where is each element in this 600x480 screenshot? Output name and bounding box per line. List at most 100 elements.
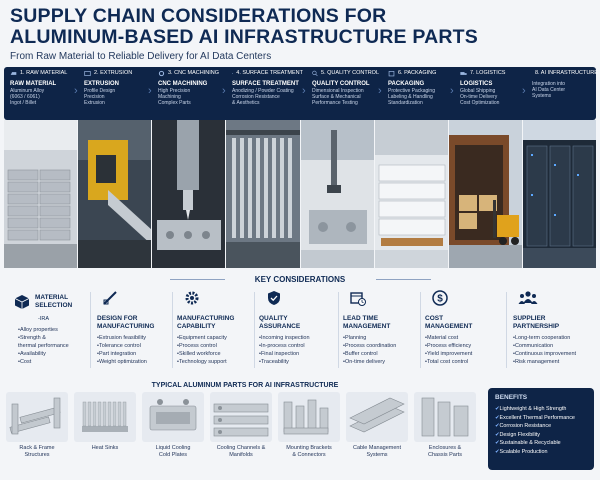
part-name: Cooling Channels & Manifolds [216, 445, 266, 458]
cube-icon [14, 295, 30, 309]
divider-line [170, 279, 225, 280]
list-item: Planning [343, 334, 396, 342]
column-divider [90, 292, 91, 368]
chevron-right-icon: › [148, 85, 152, 97]
consideration-name: QUALITY ASSURANCE [259, 315, 301, 330]
part-enclosures-chassis: Enclosures & Chassis Parts [414, 392, 476, 476]
list-item: Equipment capacity [177, 334, 227, 342]
part-name: Enclosures & Chassis Parts [428, 445, 462, 458]
list-item: Process control [177, 342, 227, 350]
list-item: Skilled workforce [177, 350, 227, 358]
photo-packaged-profiles [374, 120, 448, 268]
list-item: On-time delivery [343, 358, 396, 366]
list-item: Alloy properties [18, 326, 69, 334]
step-description: Anodizing / Powder Coating Corrosion Res… [232, 88, 294, 106]
list-item: Strength & thermal performance [18, 334, 69, 350]
part-mounting-brackets: Mounting Brackets & Connectors [278, 392, 340, 476]
column-divider [172, 292, 173, 368]
chevron-right-icon: › [378, 85, 382, 97]
consideration-quality-assurance: QUALITY ASSURANCE Incoming inspection In… [256, 288, 338, 372]
page-subtitle: From Raw Material to Reliable Delivery f… [10, 51, 272, 62]
consideration-name: COST MANAGEMENT [425, 315, 473, 330]
consideration-supplier-partnership: SUPPLIER PARTNERSHIP Long-term cooperati… [508, 288, 596, 372]
ruler-pencil-icon [103, 291, 117, 305]
list-item: Yield improvement [425, 350, 472, 358]
consideration-name: SUPPLIER PARTNERSHIP [513, 315, 560, 330]
step-number: 7. LOGISTICS [470, 70, 506, 76]
cable-tray-image [346, 392, 408, 442]
benefit-item: Lightweight & High Strength [495, 405, 588, 414]
chassis-image [414, 392, 476, 442]
section-title-key-considerations: KEY CONSIDERATIONS [254, 275, 346, 284]
list-item: In-process control [259, 342, 310, 350]
step-title: EXTRUSION [84, 81, 120, 87]
photo-extrusion-press [78, 120, 152, 268]
ingot-icon [10, 72, 17, 75]
people-icon [518, 291, 538, 304]
step-description: Integration into AI Data Center Systems [532, 81, 566, 99]
process-step-ai-infrastructure: 8. AI INFRASTRUCTURE Integration into AI… [526, 67, 598, 120]
chevron-right-icon: › [74, 85, 78, 97]
part-name: Rack & Frame Structures [19, 445, 55, 458]
step-title: QUALITY CONTROL [312, 81, 370, 87]
key-considerations-grid: MATERIAL SELECTION -IRA Alloy properties… [4, 288, 596, 372]
benefit-item: Sustainable & Recyclable [495, 439, 588, 448]
manifold-image [210, 392, 272, 442]
process-step-extrusion: 2. EXTRUSION EXTRUSION Profile Design Pr… [78, 67, 152, 120]
step-number: 8. AI INFRASTRUCTURE [535, 70, 598, 76]
chevron-right-icon: › [222, 85, 226, 97]
consideration-lead-time-management: LEAD TIME MANAGEMENT Planning Process co… [340, 288, 420, 372]
page-title: SUPPLY CHAIN CONSIDERATIONS FOR ALUMINUM… [10, 5, 478, 48]
part-cable-management: Cable Management Systems [346, 392, 408, 476]
photo-aluminum-ingots [4, 120, 78, 268]
list-item: Availability [18, 350, 69, 358]
rack-frame-image [6, 392, 68, 442]
gear-icon [185, 291, 199, 305]
consideration-design-for-manufacturing: DESIGN FOR MANUFACTURING Extrusion feasi… [92, 288, 172, 372]
list-item: Cost [18, 358, 69, 366]
list-item: Process coordination [343, 342, 396, 350]
part-name: Mounting Brackets & Connectors [286, 445, 332, 458]
list-item: Risk management [513, 358, 576, 366]
magnifier-icon [312, 70, 318, 77]
consideration-manufacturing-capability: MANUFACTURING CAPABILITY Equipment capac… [174, 288, 254, 372]
process-step-packaging: 6. PACKAGING PACKAGING Protective Packag… [382, 67, 454, 120]
list-item: Communication [513, 342, 576, 350]
section-title-typical-parts: TYPICAL ALUMINUM PARTS FOR AI INFRASTRUC… [151, 382, 339, 389]
step-number: 3. CNC MACHINING [168, 70, 220, 76]
part-name: Liquid Cooling Cold Plates [155, 445, 191, 458]
shield-check-icon [268, 291, 280, 305]
chevron-right-icon: › [302, 85, 306, 97]
spray-icon [232, 72, 234, 75]
column-divider [338, 292, 339, 368]
step-description: Dimensional Inspection Surface & Mechani… [312, 88, 364, 106]
dollar-coin-icon: $ [432, 290, 448, 306]
part-name: Cable Management Systems [352, 445, 401, 458]
benefits-title: BENEFITS [495, 394, 528, 401]
step-title: SURFACE TREATMENT [232, 81, 299, 87]
step-number: 1. RAW MATERIAL [20, 70, 68, 76]
step-title: CNC MACHINING [158, 81, 208, 87]
process-photo-strip [4, 120, 596, 268]
benefits-panel: BENEFITS Lightweight & High Strength Exc… [488, 388, 594, 470]
list-item: Final inspection [259, 350, 310, 358]
process-step-surface-treatment: 4. SURFACE TREATMENT SURFACE TREATMENT A… [226, 67, 306, 120]
consideration-extra: -IRA [38, 316, 49, 322]
process-step-raw-material: 1. RAW MATERIAL RAW MATERIAL Aluminum Al… [4, 67, 78, 120]
column-divider [506, 292, 507, 368]
list-item: Process efficiency [425, 342, 472, 350]
list-item: Weight optimization [97, 358, 147, 366]
bracket-image [278, 392, 340, 442]
photo-container-forklift [448, 120, 522, 268]
chevron-right-icon: › [522, 85, 526, 97]
part-rack-frame: Rack & Frame Structures [6, 392, 68, 476]
photo-cnc-machining [152, 120, 226, 268]
list-item: Buffer control [343, 350, 396, 358]
step-description: Profile Design Precision Extrusion [84, 88, 116, 106]
chevron-right-icon: › [450, 85, 454, 97]
box-icon [388, 71, 395, 77]
consideration-name: DESIGN FOR MANUFACTURING [97, 315, 155, 330]
benefit-item: Scalable Production [495, 448, 588, 457]
list-item: Total cost control [425, 358, 472, 366]
calendar-clock-icon [350, 292, 366, 306]
